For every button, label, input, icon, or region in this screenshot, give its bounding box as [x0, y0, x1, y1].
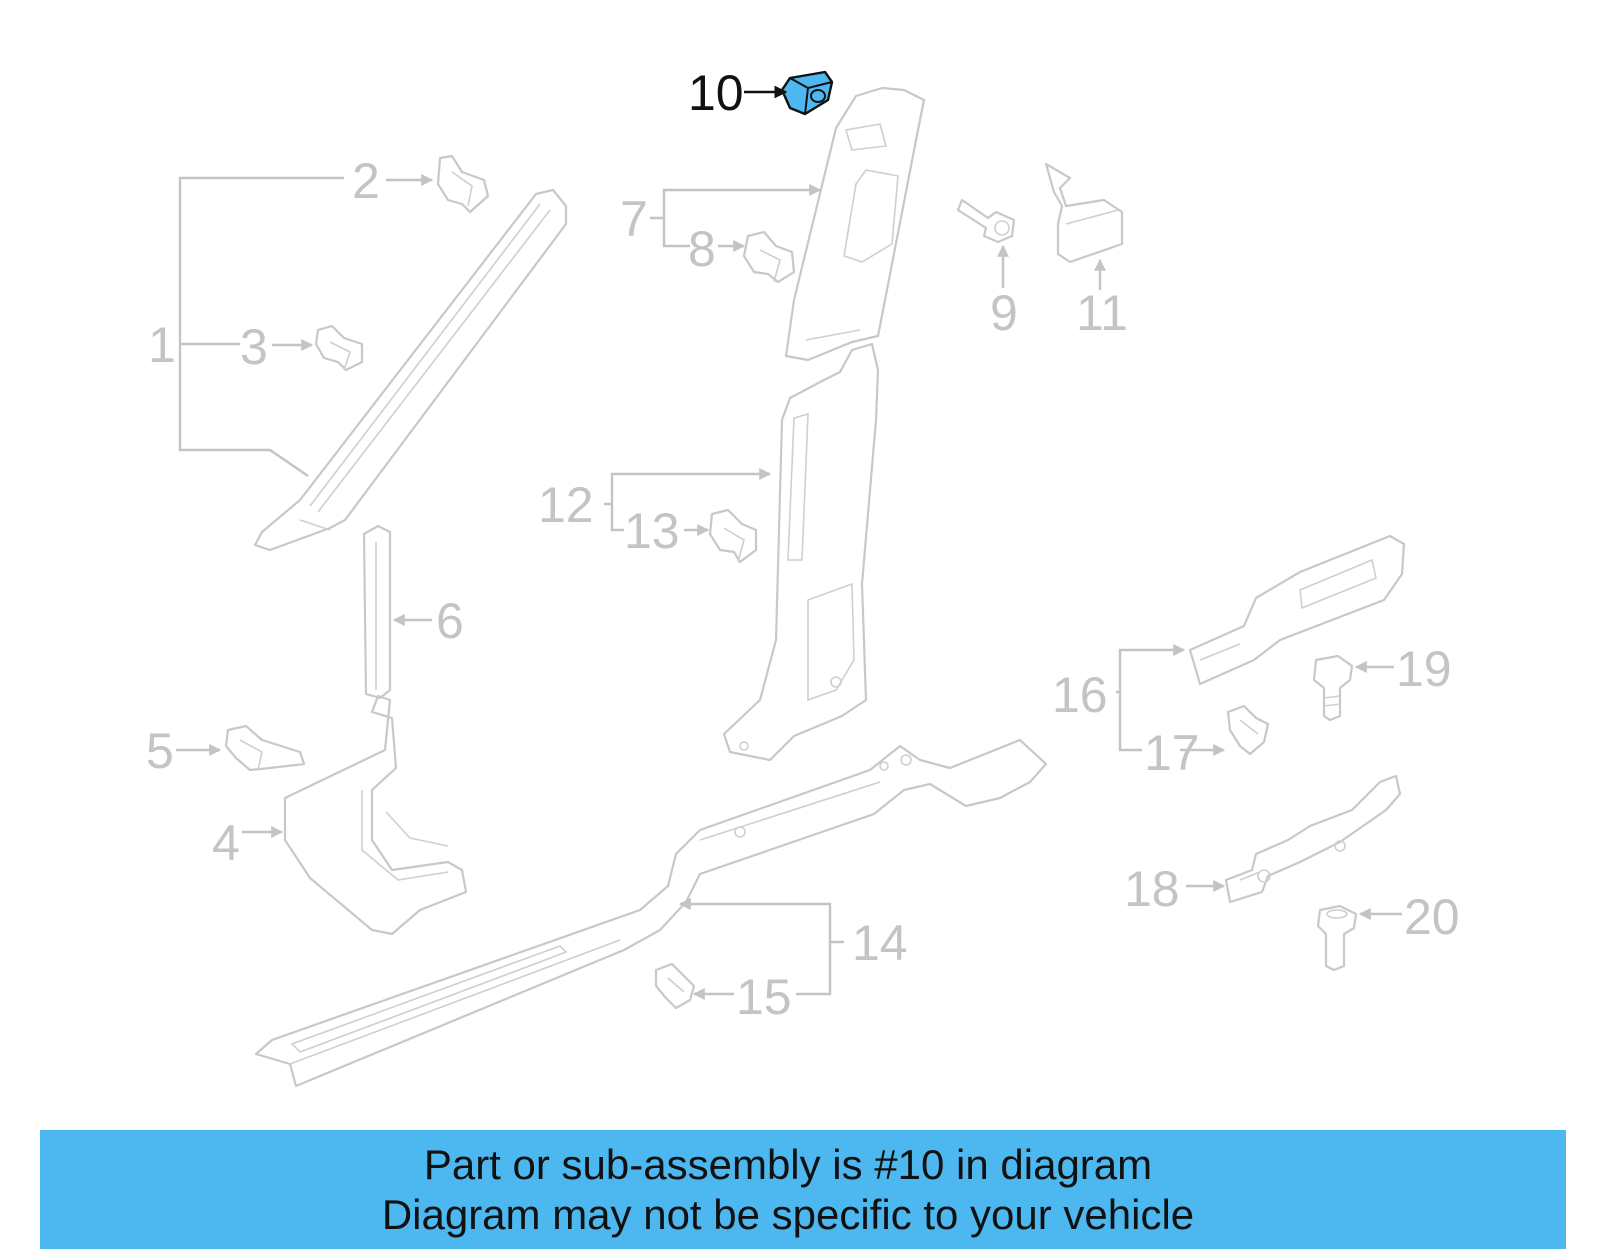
callout-14-group: 14 [678, 898, 908, 996]
part-9-bolt[interactable] [956, 198, 1016, 244]
callout-16-group: 16 [1052, 644, 1186, 752]
part-11-bracket[interactable] [1044, 162, 1124, 264]
svg-text:16: 16 [1052, 667, 1108, 723]
callout-9: 9 [990, 244, 1018, 341]
part-12-b-pillar-lower-trim[interactable] [722, 342, 880, 762]
svg-text:18: 18 [1124, 861, 1180, 917]
callout-20: 20 [1358, 889, 1460, 945]
svg-text:17: 17 [1144, 725, 1200, 781]
svg-text:13: 13 [624, 503, 680, 559]
part-18-bracket[interactable] [1224, 774, 1402, 904]
svg-text:15: 15 [736, 969, 792, 1025]
svg-text:9: 9 [990, 285, 1018, 341]
part-4-kick-panel[interactable] [283, 694, 468, 936]
part-8-clip[interactable] [742, 230, 796, 284]
callout-2: 2 [352, 153, 434, 209]
part-7-b-pillar-upper-trim[interactable] [784, 86, 926, 362]
callout-19: 19 [1354, 641, 1452, 697]
svg-text:2: 2 [352, 153, 380, 209]
svg-text:10: 10 [688, 65, 744, 121]
callout-4: 4 [212, 815, 284, 871]
part-10-clip[interactable] [780, 70, 834, 116]
callout-10: 10 [688, 65, 788, 121]
callout-1-group: 1 [148, 176, 344, 477]
part-20-screw[interactable] [1316, 904, 1358, 972]
part-5-clip[interactable] [224, 724, 306, 772]
svg-text:11: 11 [1076, 285, 1128, 341]
part-15-clip[interactable] [654, 962, 696, 1010]
callout-13: 13 [624, 503, 710, 559]
callout-3: 3 [240, 319, 314, 375]
callout-11: 11 [1076, 258, 1128, 341]
callout-15: 15 [692, 969, 792, 1025]
svg-text:8: 8 [688, 221, 716, 277]
callout-18: 18 [1124, 861, 1226, 917]
part-19-screw[interactable] [1312, 654, 1354, 722]
callout-12-group: 12 [538, 468, 772, 533]
part-16-grab-handle-trim[interactable] [1188, 534, 1406, 686]
parts-diagram: 10 1 2 3 4 [146, 65, 1460, 1088]
svg-text:19: 19 [1396, 641, 1452, 697]
part-3-clip[interactable] [314, 324, 364, 372]
svg-text:14: 14 [852, 915, 908, 971]
svg-text:7: 7 [620, 191, 648, 247]
part-1-a-pillar-trim[interactable] [253, 188, 568, 552]
svg-text:12: 12 [538, 477, 594, 533]
svg-text:6: 6 [436, 593, 464, 649]
callout-7-group: 7 [620, 184, 822, 248]
callout-8: 8 [688, 221, 746, 277]
part-6-seal-strip[interactable] [362, 524, 392, 700]
svg-text:1: 1 [148, 317, 176, 373]
part-2-clip[interactable] [436, 154, 490, 214]
svg-text:5: 5 [146, 723, 174, 779]
svg-text:20: 20 [1404, 889, 1460, 945]
callout-6: 6 [392, 593, 464, 649]
svg-text:4: 4 [212, 815, 240, 871]
banner-disclaimer: Diagram may not be specific to your vehi… [381, 1190, 1195, 1238]
part-17-clip[interactable] [1226, 704, 1270, 756]
callout-5: 5 [146, 723, 222, 779]
info-banner: Part or sub-assembly is #10 in diagram D… [40, 1130, 1566, 1249]
svg-text:3: 3 [240, 319, 268, 375]
callout-17: 17 [1144, 725, 1226, 781]
part-14-sill-plate[interactable] [254, 738, 1048, 1088]
part-13-clip[interactable] [708, 508, 758, 564]
banner-part-note: Part or sub-assembly is #10 in diagram [423, 1140, 1153, 1188]
